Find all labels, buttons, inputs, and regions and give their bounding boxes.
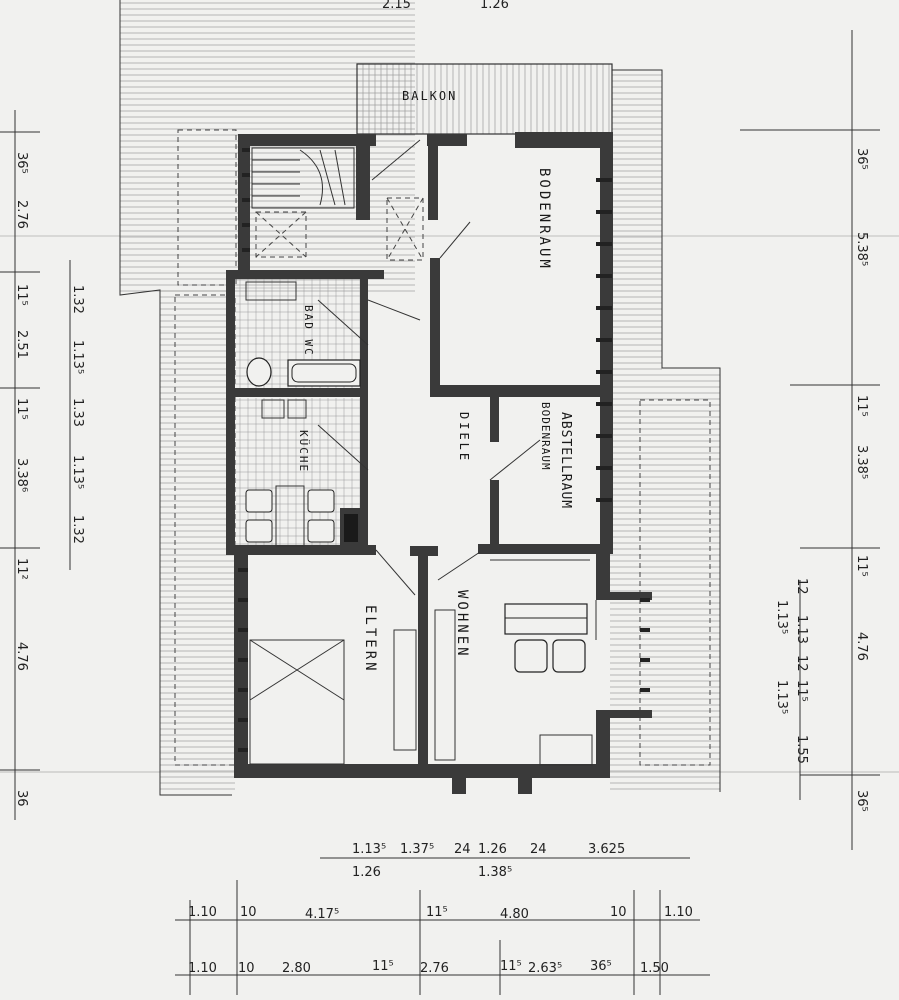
room-label-wohnen: WOHNEN: [454, 590, 470, 659]
rafter-marks: [238, 148, 650, 752]
dim-right-outer-6: 4.76: [854, 632, 869, 661]
dim-left-inner-2: 1.13⁵: [70, 340, 85, 374]
dim-bottom-r1-3: 24: [454, 842, 471, 857]
dim-right-inner-2: 1.13⁵: [774, 600, 789, 634]
dim-right-outer-1: 36⁵: [854, 148, 869, 170]
room-label-kueche: KÜCHE: [297, 430, 310, 473]
dim-right-outer-7: 36⁵: [854, 790, 869, 812]
room-label-eltern: ELTERN: [362, 605, 378, 674]
dim-left-inner-1: 1.32: [70, 285, 85, 314]
dim-right-inner-3: 1.13: [794, 615, 809, 644]
room-label-balkon: BALKON: [402, 89, 457, 103]
dim-right-inner-7: 1.55: [794, 735, 809, 764]
dim-bottom-r3-1: 1.10: [188, 961, 217, 976]
dimension-lines: [0, 30, 880, 995]
dim-top-2: 1.26: [480, 0, 509, 12]
dim-right-inner-5: 12: [794, 655, 809, 672]
dim-right-outer-4: 3.38⁵: [854, 445, 869, 479]
dim-bottom-r2-4: 11⁵: [426, 905, 448, 920]
dim-bottom-r3-2: 10: [238, 961, 255, 976]
dim-bottom-r1-5: 24: [530, 842, 547, 857]
dim-right-outer-3: 11⁵: [854, 395, 869, 417]
dim-left-inner-3: 1.33: [70, 398, 85, 427]
dim-left-outer-2: 2.76: [14, 200, 29, 229]
walls: [226, 132, 652, 794]
dim-left-outer-5: 11⁵: [14, 398, 29, 420]
bath-fixtures: [245, 281, 361, 387]
dim-left-outer-4: 2.51: [14, 330, 29, 359]
dim-bottom-r3-3: 2.80: [282, 961, 311, 976]
room-label-bodenraum-small: BODENRAUM: [539, 402, 552, 471]
dim-bottom-r2-7: 1.10: [664, 905, 693, 920]
kitchen-fixtures: [245, 399, 358, 547]
dim-right-inner-6: 11⁵: [794, 680, 809, 702]
dim-bottom-r1-4: 1.26: [478, 842, 507, 857]
dim-bottom-r1-8: 1.38⁵: [478, 865, 512, 880]
dim-bottom-r1-1: 1.13⁵: [352, 842, 386, 857]
room-label-bodenraum: BODENRAUM: [536, 168, 552, 271]
dim-bottom-r3-8: 36⁵: [590, 959, 612, 974]
door-swings: [317, 139, 597, 640]
dim-bottom-r2-5: 4.80: [500, 907, 529, 922]
dim-bottom-r2-2: 10: [240, 905, 257, 920]
dim-bottom-r3-7: 2.63⁵: [528, 961, 562, 976]
dim-bottom-r2-6: 10: [610, 905, 627, 920]
balcony: [356, 63, 613, 135]
dim-bottom-r1-7: 1.26: [352, 865, 381, 880]
dim-bottom-r3-6: 11⁵: [500, 959, 522, 974]
room-label-bad-wc: BAD WC: [302, 305, 315, 357]
dim-left-outer-1: 36⁵: [14, 152, 29, 174]
dim-right-outer-5: 11⁵: [854, 555, 869, 577]
dim-top-1: 2.15: [382, 0, 411, 12]
dim-left-inner-5: 1.32: [70, 515, 85, 544]
dim-left-outer-9: 36: [14, 790, 29, 807]
dim-bottom-r3-9: 1.50: [640, 961, 669, 976]
dim-right-inner-1: 12: [794, 578, 809, 595]
dim-left-outer-8: 4.76: [14, 642, 29, 671]
parents-bed: [249, 629, 417, 765]
dim-left-outer-7: 11²: [14, 558, 29, 580]
dim-bottom-r2-3: 4.17⁵: [305, 907, 339, 922]
staircase: [251, 147, 355, 258]
dim-bottom-r1-6: 3.625: [588, 842, 625, 857]
dim-left-outer-6: 3.38⁶: [14, 458, 29, 492]
room-label-diele: DIELE: [457, 412, 471, 463]
dim-right-outer-2: 5.38⁵: [854, 232, 869, 266]
dim-bottom-r3-5: 2.76: [420, 961, 449, 976]
dim-bottom-r2-1: 1.10: [188, 905, 217, 920]
room-label-abstellraum: ABSTELLRAUM: [558, 412, 573, 509]
dim-left-outer-3: 11⁵: [14, 284, 29, 306]
dim-bottom-r3-4: 11⁵: [372, 959, 394, 974]
roof-hatch: [386, 197, 424, 261]
dim-bottom-r1-2: 1.37⁵: [400, 842, 434, 857]
dim-left-inner-4: 1.13⁵: [70, 455, 85, 489]
living-furniture: [434, 559, 593, 766]
dim-right-inner-4: 1.13⁵: [774, 680, 789, 714]
